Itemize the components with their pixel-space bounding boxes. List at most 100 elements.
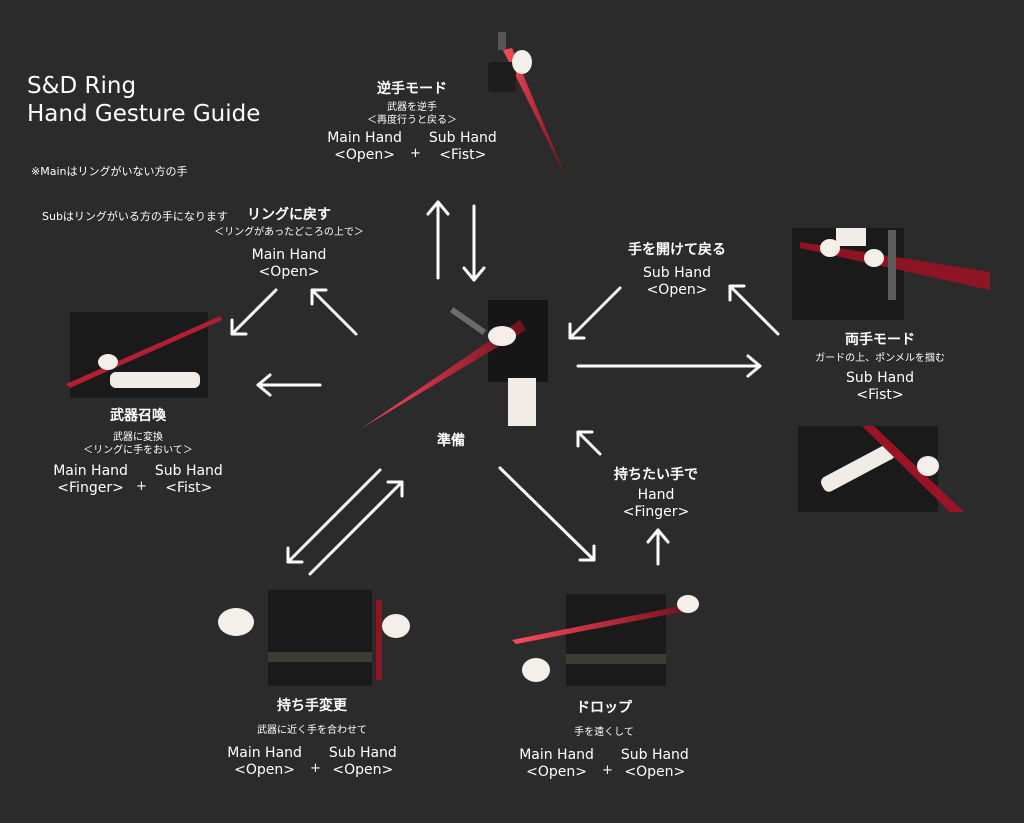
node-title: 手を開けて戻る	[628, 242, 726, 258]
node-title: 持ちたい手で	[614, 467, 698, 483]
hand	[522, 658, 550, 682]
hand-label: Hand	[637, 487, 675, 503]
node-desc: 武器を逆手	[387, 102, 437, 113]
arm	[508, 378, 536, 426]
sub-hand-state: <Open>	[332, 762, 394, 778]
arrow-ready-to-drop	[498, 466, 596, 562]
hand	[218, 608, 254, 636]
hand	[512, 50, 532, 74]
arrow-switch-to-ready	[308, 480, 404, 576]
sub-hand-state: <Open>	[646, 282, 708, 298]
hand	[917, 456, 939, 476]
sub-hand-label: Sub Hand	[154, 463, 223, 479]
gesture-pair: Main Hand <Open> + Sub Hand <Fist>	[327, 130, 497, 164]
plus-sign: +	[601, 762, 613, 778]
main-hand-state: <Finger>	[57, 480, 124, 496]
arrow-return-ring-in	[310, 288, 358, 336]
guide-title: S&D Ring Hand Gesture Guide	[27, 72, 260, 128]
arrow-return-ring-out	[230, 288, 278, 336]
node-desc: ＜リングに手をおいて＞	[83, 445, 193, 456]
sub-hand-label: Sub Hand	[428, 130, 497, 146]
main-hand-label: Main Hand	[519, 747, 594, 763]
main-hand-label: Main Hand	[327, 130, 402, 146]
arrow-ready-to-reverse	[426, 200, 450, 280]
node-ready: 準備	[437, 433, 465, 449]
node-desc: 武器に近く手を合わせて	[257, 725, 367, 736]
node-title: ドロップ	[576, 700, 632, 716]
node-title: 武器召喚	[110, 408, 166, 424]
two-hand-illustration	[792, 228, 990, 320]
torso	[566, 594, 666, 686]
node-desc: ガードの上、ポンメルを掴む	[815, 353, 945, 364]
switch-hand-illustration	[218, 590, 410, 686]
torso	[268, 590, 372, 686]
glove	[488, 62, 516, 92]
arm	[110, 372, 200, 388]
node-reverse-mode: 逆手モード 武器を逆手 ＜再度行うと戻る＞ Main Hand <Open> +…	[327, 80, 497, 164]
node-drop: ドロップ 手を遠くして Main Hand <Open> + Sub Hand …	[519, 699, 689, 781]
hand	[98, 354, 118, 370]
node-desc: 武器に変換	[113, 432, 163, 443]
plus-sign: +	[309, 760, 321, 776]
arrow-ready-to-switch	[286, 468, 382, 564]
gesture-pair: Main Hand <Finger> + Sub Hand <Fist>	[53, 463, 223, 497]
hand	[677, 595, 699, 613]
sword	[376, 600, 382, 680]
sword-blade	[512, 604, 692, 644]
hand	[864, 249, 884, 267]
sub-hand-label: Sub Hand	[643, 265, 711, 281]
node-desc: ＜リングがあったどころの上で＞	[214, 227, 364, 238]
node-title: 両手モード	[844, 332, 915, 348]
belt	[268, 652, 372, 662]
node-release: 手を開けて戻る Sub Hand <Open>	[628, 241, 726, 299]
gesture-pair: Main Hand <Open> + Sub Hand <Open>	[227, 745, 397, 779]
main-hand-state: <Open>	[258, 264, 320, 280]
sub-hand-state: <Open>	[624, 764, 686, 780]
arrow-drop-to-grab	[646, 528, 670, 566]
arrow-reverse-to-ready	[462, 204, 486, 282]
node-switch-hand: 持ち手変更 武器に近く手を合わせて Main Hand <Open> + Sub…	[227, 697, 397, 779]
sword-guard	[449, 307, 487, 335]
sub-hand-label: Sub Hand	[620, 747, 689, 763]
hand-note: ※Mainはリングがいない方の手 Subはリングがいる方の手になります	[31, 134, 228, 239]
node-title: 逆手モード	[377, 81, 447, 97]
node-grab-hand: 持ちたい手で Hand <Finger>	[614, 466, 698, 521]
main-hand-label: Main Hand	[251, 247, 327, 263]
belt	[566, 654, 666, 664]
main-hand-state: <Open>	[334, 147, 395, 163]
title-line-1: S&D Ring	[27, 73, 137, 99]
note-line-1: ※Mainはリングがいない方の手	[31, 165, 188, 178]
sword-hilt	[498, 32, 506, 50]
node-title: 持ち手変更	[277, 698, 347, 714]
node-title: リングに戻す	[246, 207, 331, 223]
title-line-2: Hand Gesture Guide	[27, 101, 261, 127]
plus-sign: +	[135, 478, 147, 494]
arrow-ready-to-summon	[256, 373, 322, 397]
sub-hand-label: Sub Hand	[328, 745, 397, 761]
ready-illustration	[362, 300, 548, 428]
node-desc: 手を遠くして	[574, 727, 634, 738]
main-hand-label: Main Hand	[53, 463, 128, 479]
arrow-ready-to-two-hand	[576, 354, 762, 378]
gesture-pair: Main Hand <Open> + Sub Hand <Open>	[519, 747, 689, 781]
node-summon: 武器召喚 武器に変換 ＜リングに手をおいて＞ Main Hand <Finger…	[53, 407, 223, 497]
main-hand-state: <Open>	[234, 762, 295, 778]
sword	[862, 426, 964, 512]
sub-hand-state: <Fist>	[165, 480, 213, 496]
sub-hand-state: <Fist>	[439, 147, 487, 163]
note-line-2: Subはリングがいる方の手になります	[31, 210, 228, 223]
main-hand-state: <Open>	[526, 764, 587, 780]
sword-blade	[503, 48, 568, 182]
plus-sign: +	[409, 145, 421, 161]
sword	[66, 316, 222, 388]
arrow-grab-to-ready	[576, 430, 602, 456]
hand-state: <Finger>	[622, 504, 690, 520]
sword-blade	[362, 320, 526, 428]
sub-hand-state: <Fist>	[856, 387, 904, 403]
hand	[488, 326, 516, 346]
node-return-ring: リングに戻す ＜リングがあったどころの上で＞ Main Hand <Open>	[214, 206, 364, 281]
arm	[821, 444, 895, 492]
arrow-two-hand-to-release	[728, 284, 780, 336]
hand	[382, 614, 410, 638]
